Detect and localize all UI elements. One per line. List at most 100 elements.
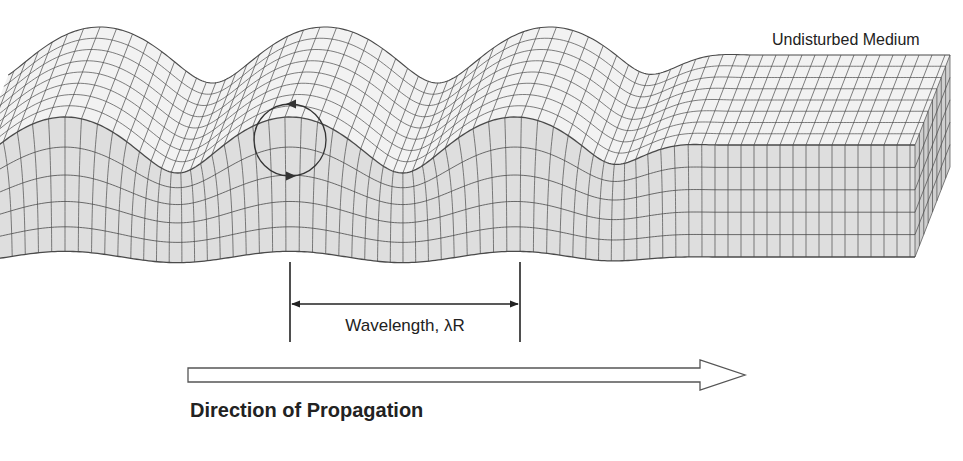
- grid-line: [489, 122, 494, 253]
- grid-line: [932, 100, 933, 212]
- grid-line: [0, 83, 928, 139]
- grid-line: [741, 145, 742, 257]
- grid-line: [754, 145, 755, 257]
- grid-line: [936, 89, 937, 201]
- grid-line: [3, 142, 12, 257]
- grid-line: [190, 170, 194, 262]
- grid-line: [674, 146, 676, 257]
- grid-line: [915, 145, 950, 235]
- grid-line: [65, 117, 66, 251]
- grid-line: [32, 124, 38, 253]
- grid-line: [611, 164, 614, 261]
- propagation-arrow: [188, 360, 745, 390]
- grid-line: [365, 158, 373, 259]
- grid-line: [0, 201, 915, 222]
- grid-line: [0, 50, 941, 106]
- grid-line: [352, 149, 361, 258]
- region-label: Undisturbed Medium: [770, 30, 922, 49]
- grid-line: [0, 106, 919, 162]
- grid-line: [0, 95, 924, 151]
- grid-line: [433, 158, 441, 260]
- grid-line: [78, 119, 81, 252]
- grid-line: [897, 145, 898, 257]
- grid-line: [560, 136, 568, 255]
- grid-line: [919, 134, 920, 246]
- grid-line: [378, 166, 384, 261]
- grid-line: [0, 62, 25, 152]
- grid-line: [928, 111, 929, 223]
- grid-line: [533, 120, 537, 252]
- grid-line: [339, 139, 348, 256]
- grid-line: [412, 171, 415, 262]
- wavelength-bracket: [290, 262, 520, 342]
- grid-line: [17, 132, 25, 254]
- grid-line: [520, 117, 521, 251]
- grid-line: [238, 135, 246, 255]
- grid-line: [945, 66, 946, 178]
- dimension-label: Wavelength, λR: [343, 316, 466, 336]
- grid-line: [131, 152, 140, 259]
- grid-line: [49, 119, 52, 252]
- particle-orbit: [254, 104, 326, 176]
- grid-line: [181, 173, 182, 263]
- grid-line: [910, 145, 911, 257]
- grid-line: [8, 27, 950, 83]
- grid-line: [871, 145, 872, 257]
- grid-line: [941, 78, 942, 190]
- bracket-tick: [289, 262, 291, 342]
- grid-line: [156, 168, 161, 262]
- grid-line: [780, 145, 781, 257]
- grid-line: [858, 145, 859, 257]
- medium-block: [0, 27, 950, 263]
- grid-line: [915, 167, 950, 257]
- grid-line: [0, 72, 932, 128]
- top-surface: [0, 27, 950, 173]
- orbit-arrow: [286, 100, 296, 109]
- grid-line: [144, 161, 151, 260]
- grid-line: [0, 61, 937, 117]
- grid-line: [915, 145, 916, 257]
- grid-line: [661, 149, 663, 258]
- grid-line: [884, 145, 885, 257]
- grid-line: [105, 132, 113, 254]
- grid-line: [915, 77, 950, 167]
- grid-line: [586, 155, 594, 259]
- grid-line: [806, 145, 807, 257]
- grid-line: [505, 118, 507, 252]
- grid-line: [648, 154, 650, 259]
- grid-line: [819, 145, 820, 257]
- grid-line: [767, 145, 768, 257]
- direction-label: Direction of Propagation: [188, 398, 425, 422]
- grid-line: [92, 124, 98, 253]
- grid-line: [915, 55, 950, 145]
- grid-line: [299, 118, 301, 252]
- grid-line: [599, 161, 605, 260]
- grid-line: [0, 175, 915, 205]
- grid-line: [169, 172, 171, 262]
- grid-line: [688, 145, 690, 257]
- grid-line: [326, 129, 333, 253]
- grid-line: [728, 145, 729, 257]
- grid-line: [312, 122, 317, 252]
- grid-line: [422, 166, 428, 261]
- grid-line: [636, 159, 637, 260]
- grid-line: [714, 145, 715, 257]
- grid-line: [0, 147, 915, 188]
- grid-line: [845, 145, 846, 257]
- grid-line: [459, 138, 468, 256]
- grid-line: [201, 163, 208, 260]
- grid-line: [253, 126, 260, 253]
- grid-line: [390, 171, 393, 262]
- bracket-tick: [519, 262, 521, 342]
- grid-line: [624, 163, 626, 260]
- grid-line: [118, 142, 127, 257]
- grid-line: [0, 227, 915, 243]
- grid-line: [402, 173, 403, 263]
- wavelength-arrow: [292, 303, 518, 305]
- grid-line: [915, 122, 950, 212]
- grid-line: [473, 129, 480, 254]
- grid-line: [573, 146, 582, 258]
- grid-line: [950, 55, 951, 167]
